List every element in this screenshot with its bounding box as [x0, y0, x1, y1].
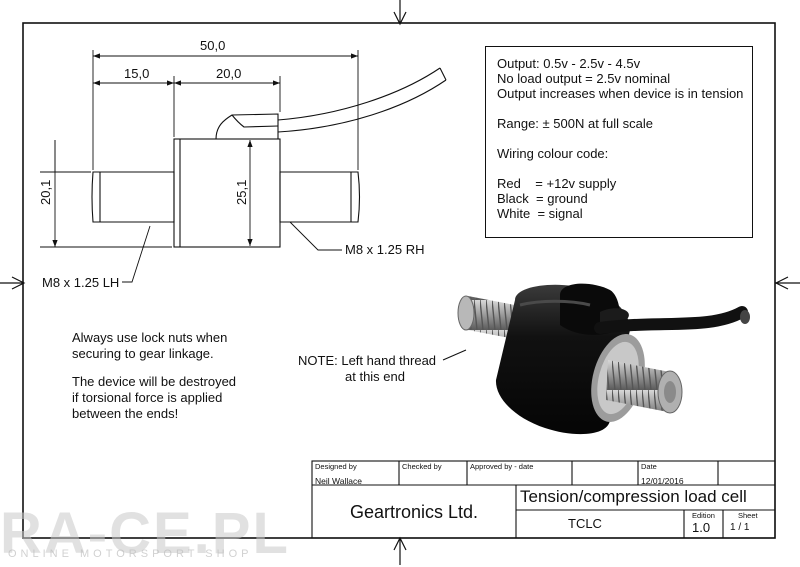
note-line-2: at this end — [345, 369, 405, 384]
render-3d — [457, 283, 750, 435]
warning-lock-nuts: Always use lock nuts when securing to ge… — [72, 330, 227, 362]
warning-line: The device will be destroyed — [72, 374, 237, 389]
drawing-title: Tension/compression load cell — [520, 487, 747, 506]
part-number: TCLC — [568, 516, 602, 531]
dim-shaft-span: 20,1 — [38, 179, 53, 205]
warning-line: Always use lock nuts when — [72, 330, 228, 345]
dim-body-length: 20,0 — [216, 66, 242, 81]
dimension-lines — [40, 50, 359, 283]
spec-line: No load output = 2.5v nominal — [497, 71, 671, 86]
side-view — [91, 67, 447, 248]
designer-name: Neil Wallace — [315, 476, 362, 486]
drawing-date: 12/01/2016 — [641, 476, 684, 486]
dim-left-shaft: 15,0 — [124, 66, 150, 81]
spec-line: Wiring colour code: — [497, 146, 609, 161]
spec-line: Range: ± 500N at full scale — [497, 116, 653, 131]
spec-line — [497, 161, 752, 176]
callout-right-thread: M8 x 1.25 RH — [345, 242, 425, 257]
watermark-tagline: ONLINE MOTORSPORT SHOP — [8, 548, 253, 560]
checked-by-label: Checked by — [402, 462, 442, 471]
dim-body-diameter: 25,1 — [234, 179, 249, 205]
spec-line — [497, 131, 752, 146]
company-name: Geartronics Ltd. — [350, 502, 479, 522]
sheet-value: 1 / 1 — [730, 522, 750, 533]
spec-line: Red = +12v supply — [497, 176, 617, 191]
note-line-1: NOTE: Left hand thread — [298, 353, 437, 368]
edition-label: Edition — [692, 511, 715, 520]
warning-torsion: The device will be destroyed if torsiona… — [72, 374, 236, 422]
spec-line — [497, 101, 752, 116]
date-label: Date — [641, 462, 657, 471]
dim-total-length: 50,0 — [200, 38, 226, 53]
warning-line: securing to gear linkage. — [72, 346, 214, 361]
title-block-grid — [311, 460, 776, 539]
spec-line: Black = ground — [497, 191, 588, 206]
approved-label: Approved by - date — [470, 462, 534, 471]
note-leader — [442, 349, 467, 361]
spec-box: Output: 0.5v - 2.5v - 4.5v No load outpu… — [485, 46, 753, 238]
callout-left-thread: M8 x 1.25 LH — [42, 275, 120, 290]
sheet-label: Sheet — [738, 511, 758, 520]
spec-line: Output increases when device is in tensi… — [497, 86, 744, 101]
designed-by-label: Designed by — [315, 462, 357, 471]
spec-line: Output: 0.5v - 2.5v - 4.5v — [497, 56, 641, 71]
edition-value: 1.0 — [692, 520, 711, 535]
warning-line: between the ends! — [72, 406, 179, 421]
watermark-logo: RA-CE.PL — [0, 501, 290, 566]
spec-line: White = signal — [497, 206, 583, 221]
warning-line: if torsional force is applied — [72, 390, 223, 405]
